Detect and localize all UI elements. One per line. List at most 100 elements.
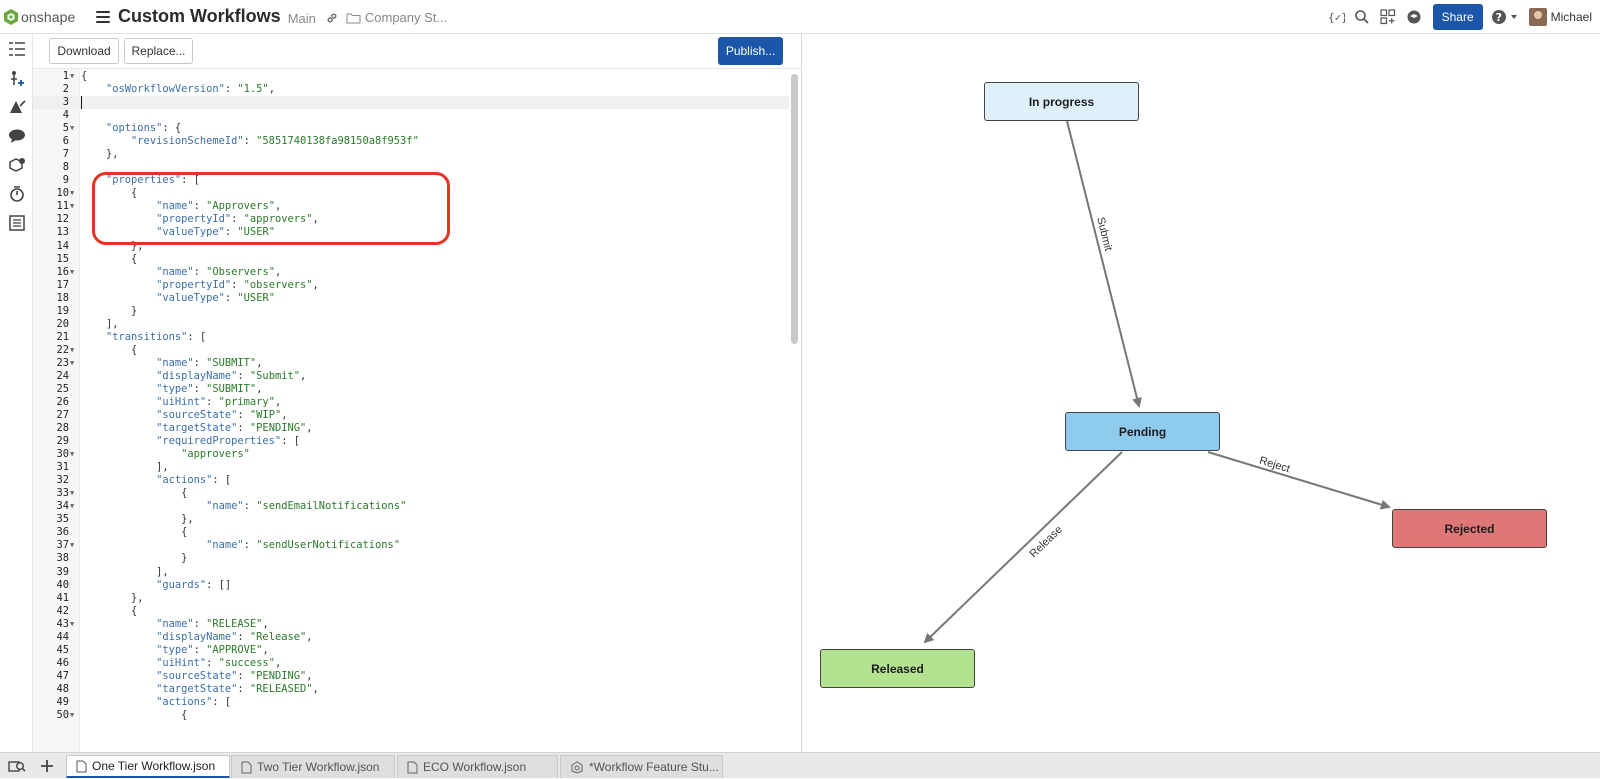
code-line[interactable]: 3 (33, 96, 789, 110)
appearance-icon[interactable] (0, 92, 33, 121)
fold-toggle-icon[interactable]: ▼ (70, 267, 75, 276)
fold-toggle-icon[interactable]: ▼ (70, 619, 75, 628)
code-line[interactable]: 48 "targetState": "RELEASED", (33, 683, 789, 696)
code-line[interactable]: 29 "requiredProperties": [ (33, 435, 789, 448)
fold-toggle-icon[interactable]: ▼ (70, 489, 75, 498)
fold-toggle-icon[interactable]: ▼ (70, 202, 75, 211)
add-tab-icon[interactable] (32, 753, 62, 779)
code-line[interactable]: 30▼ "approvers" (33, 448, 789, 461)
code-line[interactable]: 4 (33, 109, 789, 122)
onshape-logo[interactable]: onshape (4, 8, 88, 25)
code-line[interactable]: 50▼ { (33, 709, 789, 722)
variable-table-icon[interactable] (0, 63, 33, 92)
code-line[interactable]: 36 { (33, 526, 789, 539)
folder-icon[interactable] (346, 12, 361, 24)
submit-arrow[interactable] (1066, 120, 1142, 408)
tab-two-tier-workflow[interactable]: Two Tier Workflow.json (231, 755, 395, 778)
parts-icon[interactable] (0, 150, 33, 179)
code-line[interactable]: 46 "uiHint": "success", (33, 657, 789, 670)
code-line[interactable]: 44 "displayName": "Release", (33, 631, 789, 644)
code-line[interactable]: 49 "actions": [ (33, 696, 789, 709)
document-title[interactable]: Custom Workflows (118, 6, 281, 26)
code-line[interactable]: 27 "sourceState": "WIP", (33, 409, 789, 422)
app-store-icon[interactable] (1375, 4, 1401, 30)
code-line[interactable]: 15 { (33, 253, 789, 266)
state-rejected[interactable]: Rejected (1392, 509, 1547, 548)
code-line[interactable]: 33▼ { (33, 487, 789, 500)
share-button[interactable]: Share (1432, 4, 1483, 30)
user-name[interactable]: Michael (1550, 10, 1592, 24)
code-line[interactable]: 38 } (33, 552, 789, 565)
code-line[interactable]: 45 "type": "APPROVE", (33, 644, 789, 657)
code-line[interactable]: 43▼ "name": "RELEASE", (33, 618, 789, 631)
code-line[interactable]: 17 "propertyId": "observers", (33, 279, 789, 292)
code-line[interactable]: 41 }, (33, 592, 789, 605)
tab-workflow-feature-studio[interactable]: *Workflow Feature Stu... (560, 755, 723, 778)
release-arrow[interactable] (923, 451, 1123, 644)
code-line[interactable]: 35 }, (33, 513, 789, 526)
replace-button[interactable]: Replace... (124, 38, 193, 64)
fold-toggle-icon[interactable]: ▼ (70, 124, 75, 133)
code-line[interactable]: 7 }, (33, 148, 789, 161)
code-line[interactable]: 12 "propertyId": "approvers", (33, 213, 789, 226)
tasks-icon[interactable] (0, 208, 33, 237)
fold-toggle-icon[interactable]: ▼ (70, 72, 75, 80)
editor-scrollbar[interactable] (791, 74, 798, 344)
fold-toggle-icon[interactable]: ▼ (70, 710, 75, 719)
learning-center-icon[interactable] (1401, 4, 1427, 30)
folder-breadcrumb[interactable]: Company St... (364, 10, 448, 25)
fold-toggle-icon[interactable]: ▼ (70, 189, 75, 198)
avatar[interactable] (1528, 8, 1547, 26)
code-braces-icon[interactable]: {✓} (1323, 4, 1349, 30)
menu-icon[interactable] (96, 10, 110, 23)
code-line[interactable]: 22▼ { (33, 344, 789, 357)
fold-toggle-icon[interactable]: ▼ (70, 541, 75, 550)
code-line[interactable]: 20 ], (33, 318, 789, 331)
state-released[interactable]: Released (820, 649, 975, 688)
versions-icon[interactable] (0, 179, 33, 208)
code-line[interactable]: 25 "type": "SUBMIT", (33, 383, 789, 396)
code-line[interactable]: 18 "valueType": "USER" (33, 292, 789, 305)
code-line[interactable]: 21 "transitions": [ (33, 331, 789, 344)
code-line[interactable]: 19 } (33, 305, 789, 318)
reject-arrow[interactable] (1207, 451, 1391, 510)
code-line[interactable]: 23▼ "name": "SUBMIT", (33, 357, 789, 370)
state-in-progress[interactable]: In progress (984, 82, 1139, 121)
code-line[interactable]: 10▼ { (33, 187, 789, 200)
feature-list-icon[interactable] (0, 34, 33, 63)
link-icon[interactable] (326, 12, 338, 24)
tab-eco-workflow[interactable]: ECO Workflow.json (397, 755, 558, 778)
comments-icon[interactable] (0, 121, 33, 150)
download-button[interactable]: Download (49, 38, 119, 64)
code-line[interactable]: 32 "actions": [ (33, 474, 789, 487)
code-line[interactable]: 40 "guards": [] (33, 579, 789, 592)
branch-label[interactable]: Main (287, 10, 316, 26)
tab-manager-icon[interactable] (2, 753, 32, 779)
publish-button[interactable]: Publish... (718, 37, 783, 65)
code-line[interactable]: 13 "valueType": "USER" (33, 226, 789, 239)
code-line[interactable]: 42 { (33, 605, 789, 618)
code-line[interactable]: 2 "osWorkflowVersion": "1.5", (33, 83, 789, 96)
code-line[interactable]: 16▼ "name": "Observers", (33, 266, 789, 279)
fold-toggle-icon[interactable]: ▼ (70, 358, 75, 367)
tab-one-tier-workflow[interactable]: One Tier Workflow.json (66, 755, 230, 778)
code-line[interactable]: 5▼ "options": { (33, 122, 789, 135)
code-line[interactable]: 9 "properties": [ (33, 174, 789, 187)
fold-toggle-icon[interactable]: ▼ (70, 345, 75, 354)
code-line[interactable]: 34▼ "name": "sendEmailNotifications" (33, 500, 789, 513)
code-line[interactable]: 11▼ "name": "Approvers", (33, 200, 789, 213)
fold-toggle-icon[interactable]: ▼ (70, 450, 75, 459)
code-line[interactable]: 37▼ "name": "sendUserNotifications" (33, 539, 789, 552)
code-line[interactable]: 47 "sourceState": "PENDING", (33, 670, 789, 683)
code-line[interactable]: 8 (33, 161, 789, 174)
state-pending[interactable]: Pending (1065, 412, 1220, 451)
code-line[interactable]: 24 "displayName": "Submit", (33, 370, 789, 383)
fold-toggle-icon[interactable]: ▼ (70, 502, 75, 511)
code-line[interactable]: 26 "uiHint": "primary", (33, 396, 789, 409)
help-icon[interactable]: ? (1489, 4, 1521, 30)
code-line[interactable]: 6 "revisionSchemeId": "5851740138fa98150… (33, 135, 789, 148)
code-line[interactable]: 31 ], (33, 461, 789, 474)
code-line[interactable]: 1▼{ (33, 70, 789, 83)
code-line[interactable]: 28 "targetState": "PENDING", (33, 422, 789, 435)
